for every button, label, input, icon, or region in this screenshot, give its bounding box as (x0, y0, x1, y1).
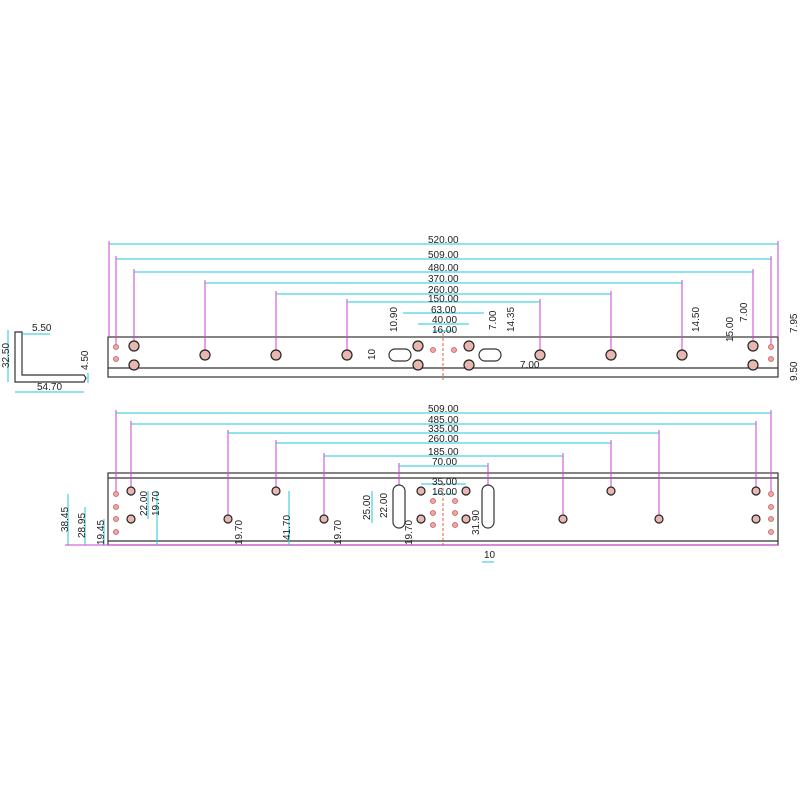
top-holes (113, 340, 774, 371)
dim-local: 7.00 (488, 310, 499, 330)
slot (481, 484, 495, 529)
dim-local: 19.70 (234, 520, 245, 545)
dim-flange: 4.50 (80, 350, 91, 370)
dim-509: 509.00 (428, 250, 459, 261)
dim-local: 19.45 (96, 520, 107, 545)
dim-local: 10 (484, 550, 496, 561)
dim-16: 16.00 (432, 325, 457, 336)
slot (478, 348, 502, 362)
slot (388, 348, 412, 362)
angle-profile (14, 331, 87, 383)
top-view: 520.00 509.00 480.00 370.00 260.00 150.0… (107, 235, 800, 381)
dim-local: 19.70 (333, 520, 344, 545)
dim-local: 7.00 (739, 302, 750, 322)
dim-185: 185.00 (428, 447, 459, 458)
bottom-view: 509.00 485.00 335.00 260.00 185.00 70.00… (60, 404, 779, 563)
dim-local: 7.00 (520, 360, 540, 371)
dim-height: 32.50 (1, 343, 12, 368)
dim-local: 19.70 (404, 520, 415, 545)
dim-local: 41.70 (282, 515, 293, 540)
dim-local: 28.95 (77, 513, 88, 538)
dim-thickness: 5.50 (32, 323, 52, 334)
slot (392, 484, 406, 529)
dim-local: 19.70 (151, 491, 162, 516)
dim-local: 7.95 (789, 313, 800, 333)
dim-local: 9.50 (789, 361, 800, 381)
dim-local: 22.00 (139, 491, 150, 516)
dim-150: 150.00 (428, 294, 459, 305)
dim-480: 480.00 (428, 263, 459, 274)
top-plate (107, 336, 779, 378)
dim-35: 35.00 (432, 477, 457, 488)
dim-63: 63.00 (431, 305, 456, 316)
dim-335: 335.00 (428, 424, 459, 435)
dim-local: 25.00 (362, 495, 373, 520)
dim-370: 370.00 (428, 274, 459, 285)
dim-local: 10.90 (389, 307, 400, 332)
dim-local: 38.45 (60, 507, 71, 532)
dim-520: 520.00 (428, 235, 459, 246)
dim-local: 14.35 (506, 307, 517, 332)
dim-509: 509.00 (428, 404, 459, 415)
dim-70: 70.00 (432, 457, 457, 468)
dim-width: 54.70 (37, 382, 62, 393)
dim-local: 10 (367, 348, 378, 360)
dim-local: 14.50 (691, 307, 702, 332)
dim-260: 260.00 (428, 434, 459, 445)
dim-485: 485.00 (428, 415, 459, 426)
dim-local: 15.00 (725, 317, 736, 342)
dim-260: 260.00 (428, 285, 459, 296)
dim-local: 31.90 (471, 510, 482, 535)
dim-40: 40.00 (432, 315, 457, 326)
bottom-holes (113, 484, 774, 535)
side-view: 5.50 32.50 4.50 54.70 (1, 323, 91, 393)
dim-16: 16.00 (432, 487, 457, 498)
dim-local: 22.00 (379, 493, 390, 518)
